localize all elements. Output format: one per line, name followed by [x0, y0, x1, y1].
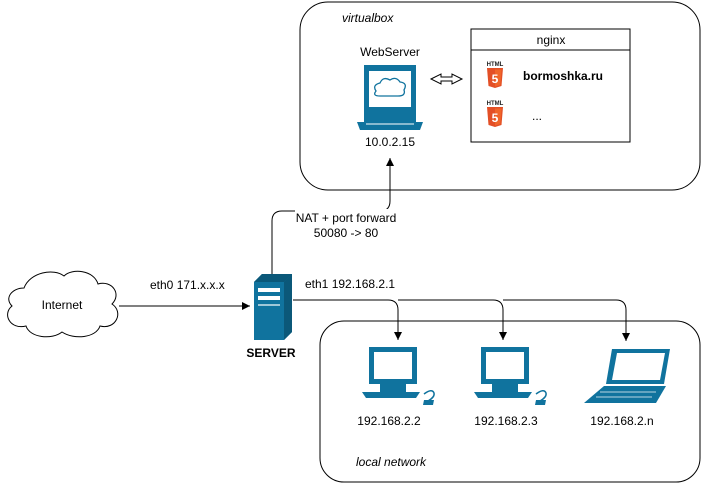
html5-icon: HTML 5 — [487, 62, 504, 88]
site-name: bormoshka.ru — [523, 69, 603, 83]
nat-label-line2: 50080 -> 80 — [314, 226, 379, 240]
svg-text:HTML: HTML — [487, 62, 504, 68]
html5-icon: HTML 5 — [487, 101, 504, 127]
site-name: ... — [532, 109, 542, 123]
client-ip: 192.168.2.n — [590, 414, 653, 428]
eth0-label: eth0 171.x.x.x — [150, 278, 225, 292]
server-label: SERVER — [246, 346, 295, 360]
virtualbox-label: virtualbox — [342, 11, 394, 25]
webserver-ip: 10.0.2.15 — [365, 135, 415, 149]
client-ip: 192.168.2.2 — [357, 414, 421, 428]
svg-text:5: 5 — [492, 111, 499, 125]
laptop-icon — [584, 349, 670, 403]
lan-connectors — [293, 299, 630, 341]
eth1-label: eth1 192.168.2.1 — [305, 277, 395, 291]
bidirectional-arrow — [429, 73, 464, 85]
nginx-title: nginx — [537, 33, 566, 47]
server-icon — [254, 274, 292, 340]
svg-text:5: 5 — [492, 72, 499, 86]
desktop-icon — [362, 347, 435, 405]
nat-label-line1: NAT + port forward — [296, 211, 397, 225]
internet-label: Internet — [42, 298, 83, 312]
webserver-title: WebServer — [360, 45, 420, 59]
webserver-icon — [357, 65, 423, 130]
client-ip: 192.168.2.3 — [474, 414, 538, 428]
desktop-icon — [474, 347, 547, 405]
internet-cloud — [7, 270, 119, 338]
local-network-label: local network — [356, 455, 427, 469]
svg-text:HTML: HTML — [487, 101, 504, 107]
